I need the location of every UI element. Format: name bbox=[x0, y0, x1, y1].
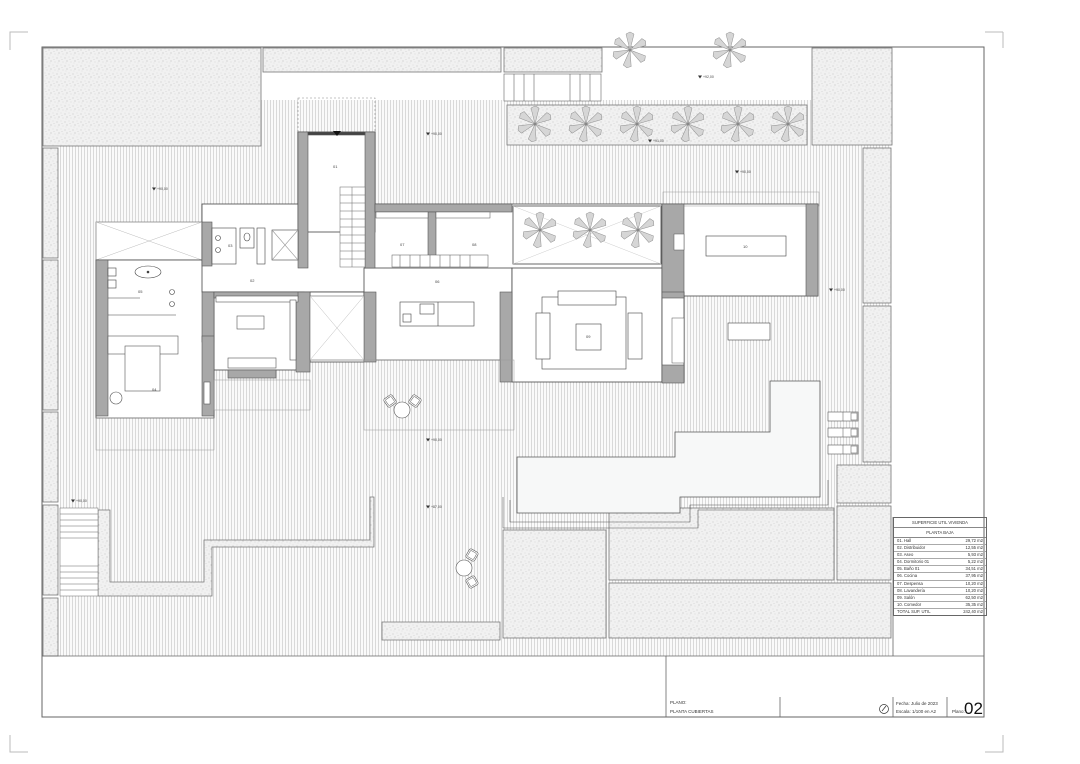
terrace-dining-table bbox=[727, 322, 771, 341]
level-label: +90,00 bbox=[431, 438, 442, 442]
kitchen-island bbox=[399, 301, 475, 327]
room-label-10: 10 bbox=[743, 244, 748, 249]
crop-marks bbox=[9, 31, 1004, 753]
sw-stairs bbox=[59, 507, 99, 597]
walls bbox=[95, 131, 819, 417]
living-furniture bbox=[535, 290, 643, 370]
room-label-01: 01 bbox=[333, 164, 338, 169]
pantry-shelving bbox=[375, 211, 491, 268]
room-label-06: 06 bbox=[435, 279, 440, 284]
side-bench bbox=[671, 317, 685, 364]
room-label-05: 05 bbox=[138, 289, 143, 294]
entrance-arrow-icon bbox=[333, 131, 341, 136]
north-arrow-icon bbox=[879, 704, 889, 714]
pool bbox=[516, 380, 821, 514]
plano-number-label: Plano: bbox=[952, 709, 965, 714]
dressing-furniture bbox=[215, 295, 299, 369]
plano-number: 02 bbox=[964, 699, 983, 718]
escala-text: Escala: 1/100 en A2 bbox=[896, 709, 937, 714]
surface-table-title: SUPERFICIE UTIL VIVIENDA bbox=[894, 518, 986, 528]
room-label-09: 09 bbox=[586, 334, 591, 339]
room-label-02: 02 bbox=[250, 278, 255, 283]
gravel-beds bbox=[42, 47, 893, 657]
level-label: +91,00 bbox=[653, 139, 664, 143]
surface-table: SUPERFICIE UTIL VIVIENDA PLANTA BAJA 01.… bbox=[893, 517, 987, 617]
plano-name: PLANTA CUBIERTAS bbox=[670, 709, 714, 714]
level-label: +87,00 bbox=[431, 505, 442, 509]
room-label-04: 04 bbox=[152, 387, 157, 392]
room-label-08: 08 bbox=[472, 242, 477, 247]
room-label-03: 03 bbox=[228, 243, 233, 248]
sun-loungers bbox=[827, 411, 859, 455]
outdoor-seating bbox=[382, 393, 480, 590]
level-label: +90,00 bbox=[834, 288, 845, 292]
level-label: +90,00 bbox=[431, 132, 442, 136]
fecha-text: Fecha: Julio de 2023 bbox=[896, 701, 938, 706]
north-steps bbox=[503, 73, 602, 102]
level-label: +90,00 bbox=[76, 499, 87, 503]
dining-table bbox=[705, 235, 787, 257]
hall-stairs bbox=[339, 186, 366, 268]
bedroom-furniture bbox=[107, 335, 211, 405]
plano-label: PLANO: bbox=[670, 700, 687, 705]
level-label: +92,00 bbox=[703, 75, 714, 79]
level-label: +90,00 bbox=[740, 170, 751, 174]
surface-table-subtitle: PLANTA BAJA bbox=[894, 528, 986, 538]
room-label-07: 07 bbox=[400, 242, 405, 247]
bath-fixtures bbox=[107, 227, 299, 316]
level-label: +90,00 bbox=[157, 187, 168, 191]
